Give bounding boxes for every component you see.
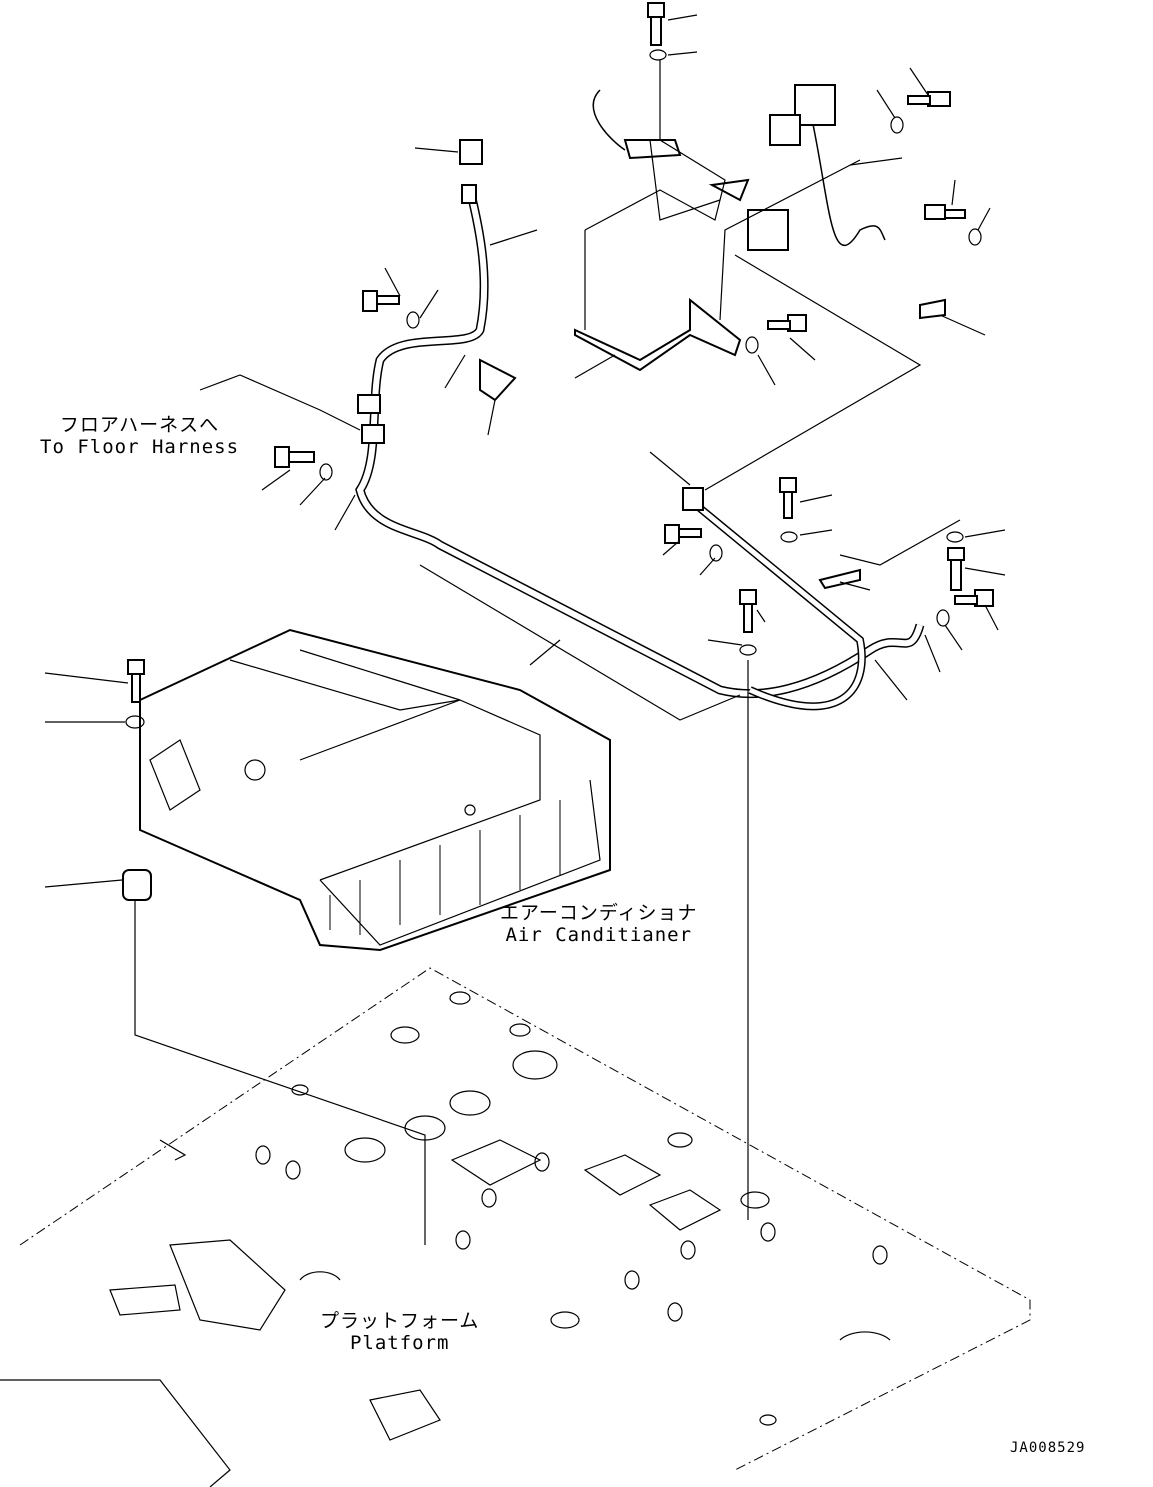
wire-harness	[355, 84, 925, 711]
platform-label: プラットフォーム Platform	[320, 1310, 479, 1354]
platform-label-en: Platform	[349, 1332, 450, 1354]
floor-harness-label-jp: フロアハーネスへ	[59, 414, 220, 436]
floor-harness-label-en: To Floor Harness	[40, 436, 240, 458]
brackets	[479, 139, 946, 590]
bolts	[122, 2, 994, 901]
air-conditioner-label: エアーコンディショナ Air Canditianer	[500, 902, 698, 946]
platform-holes	[255, 991, 888, 1426]
leader-lines	[44, 14, 1006, 1245]
platform	[0, 967, 1031, 1487]
platform-label-jp: プラットフォーム	[320, 1310, 480, 1332]
air-conditioner-unit	[139, 628, 611, 952]
air-conditioner-label-jp: エアーコンディショナ	[500, 902, 698, 924]
washers	[125, 49, 982, 729]
air-conditioner-label-en: Air Canditianer	[505, 924, 693, 946]
floor-harness-label: フロアハーネスへ To Floor Harness	[40, 414, 239, 458]
drawing-code: JA008529	[1010, 1440, 1086, 1456]
